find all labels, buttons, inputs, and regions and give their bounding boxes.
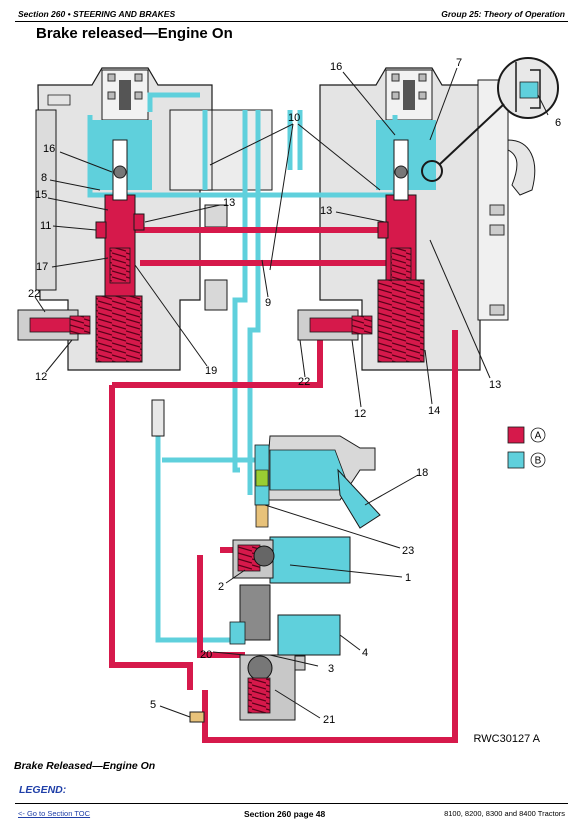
- callout-13-left: 13: [223, 197, 235, 209]
- header-divider: [15, 21, 568, 22]
- page-number: Section 260 page 48: [244, 809, 326, 819]
- callout-12-left: 12: [35, 371, 47, 383]
- relief-valve-21: [239, 654, 306, 721]
- footer-divider: [15, 803, 568, 804]
- port-plug: [377, 221, 389, 239]
- valve-1: [232, 536, 351, 584]
- callout-1: 1: [405, 572, 411, 584]
- detail-view: [421, 57, 559, 182]
- orifice-5: [189, 711, 205, 723]
- callout-4: 4: [362, 647, 368, 659]
- section-toc-link[interactable]: <- Go to Section TOC: [18, 809, 91, 818]
- callout-22-left: 22: [28, 288, 40, 300]
- legend-heading: LEGEND:: [19, 784, 67, 796]
- left-valve-spool: [17, 139, 143, 363]
- callout-2: 2: [218, 581, 224, 593]
- callout-13-right: 13: [489, 379, 501, 391]
- callout-16-right: 16: [330, 61, 342, 73]
- callout-19: 19: [205, 365, 217, 377]
- group-header: Group 25: Theory of Operation: [441, 9, 565, 19]
- key-letter-b: B: [535, 456, 542, 467]
- callout-12-right: 12: [354, 408, 366, 420]
- callout-labels: 16 7 6 10 16 8 15 13 13 11 17 9 22 12 19…: [28, 57, 561, 726]
- callout-3: 3: [328, 663, 334, 675]
- high-pressure-lines: [100, 227, 458, 743]
- figure-reference: RWC30127 A: [473, 733, 540, 745]
- color-key: A B: [507, 426, 546, 469]
- port-plug: [133, 213, 145, 231]
- callout-23: 23: [402, 545, 414, 557]
- port-plug: [95, 221, 107, 239]
- middle-housing: [211, 109, 273, 191]
- fitting: [151, 399, 165, 437]
- key-letter-a: A: [535, 431, 542, 442]
- callout-11: 11: [40, 220, 51, 232]
- callout-16-left: 16: [43, 143, 55, 155]
- section-header: Section 260 • STEERING AND BRAKES: [18, 9, 176, 19]
- callout-6: 6: [555, 117, 561, 129]
- callout-21: 21: [323, 714, 335, 726]
- callout-20: 20: [200, 649, 212, 661]
- leader-lines: [34, 67, 549, 719]
- callout-17: 17: [36, 261, 48, 273]
- pilot-valve-18: [254, 435, 381, 529]
- right-valve-spool: [297, 139, 425, 363]
- callout-14: 14: [428, 405, 440, 417]
- callout-10: 10: [288, 112, 300, 124]
- callout-13-mid: 13: [320, 205, 332, 217]
- valve-4: [229, 584, 341, 656]
- callout-18: 18: [416, 467, 428, 479]
- fitting: [204, 279, 228, 311]
- callout-8: 8: [41, 172, 47, 184]
- callout-5: 5: [150, 699, 156, 711]
- key-swatch-b: [507, 451, 525, 469]
- key-swatch-a: [507, 426, 525, 444]
- callout-22-right: 22: [298, 376, 310, 388]
- callout-15: 15: [35, 189, 47, 201]
- figure-caption: Brake Released—Engine On: [14, 760, 156, 772]
- callout-9: 9: [265, 297, 271, 309]
- callout-7: 7: [456, 57, 462, 69]
- page-title: Brake released—Engine On: [36, 25, 233, 42]
- tractor-models: 8100, 8200, 8300 and 8400 Tractors: [444, 809, 565, 818]
